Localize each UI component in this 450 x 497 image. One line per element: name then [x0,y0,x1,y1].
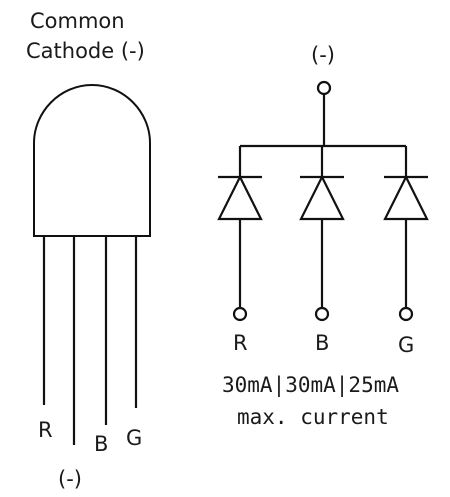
led-body [33,83,151,237]
diode-g: G [383,146,429,357]
led-lead-label-r: R [38,418,53,442]
schematic-label-r: R [233,331,248,355]
schematic-label-b: B [315,331,329,355]
led-package-drawing: Common Cathode (-) R B G (-) [26,9,151,491]
diode-b: B [299,146,345,355]
common-terminal [316,80,332,96]
current-ratings: 30mA|30mA|25mA [222,373,399,398]
diode-r: R [217,146,263,355]
led-schematic: (-) R B G [217,43,429,429]
schematic-common-label: (-) [311,43,335,67]
led-title-line1: Common [30,9,125,33]
led-lead-label-b: B [94,432,108,456]
terminal-g [398,306,414,322]
led-title-line2: Cathode (-) [26,39,145,63]
terminal-r [232,306,248,322]
led-lead-label-g: G [126,426,142,450]
schematic-label-g: G [398,333,414,357]
led-lead-label-common: (-) [58,467,82,491]
terminal-b [314,306,330,322]
current-caption: max. current [237,405,389,429]
